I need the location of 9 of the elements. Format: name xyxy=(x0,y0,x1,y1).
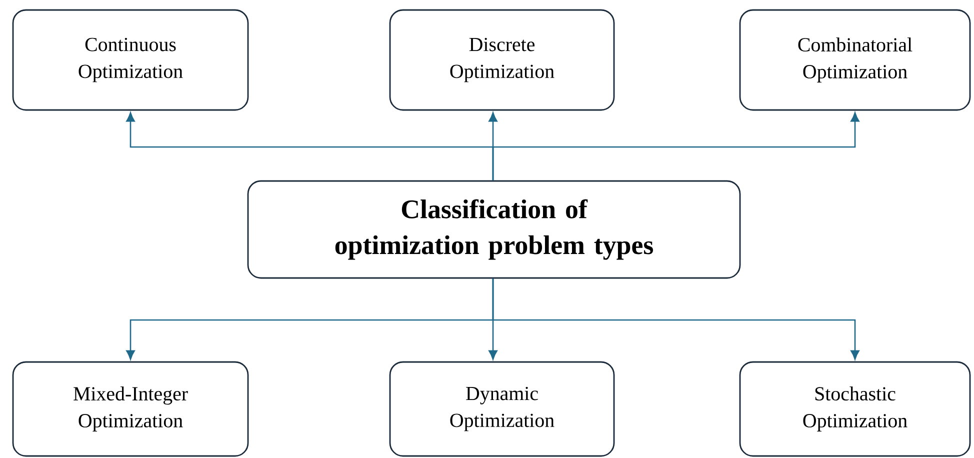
category-box: Continuous Optimization xyxy=(12,9,249,111)
category-box: Stochastic Optimization xyxy=(739,361,971,457)
category-box: Combinatorial Optimization xyxy=(739,9,971,111)
arrow xyxy=(492,112,860,180)
category-box: Dynamic Optimization xyxy=(389,361,615,457)
title-box: Classification of optimization problem types xyxy=(247,180,741,279)
category-box: Mixed-Integer Optimization xyxy=(12,361,249,457)
category-box: Discrete Optimization xyxy=(389,9,615,111)
arrow xyxy=(492,278,860,360)
